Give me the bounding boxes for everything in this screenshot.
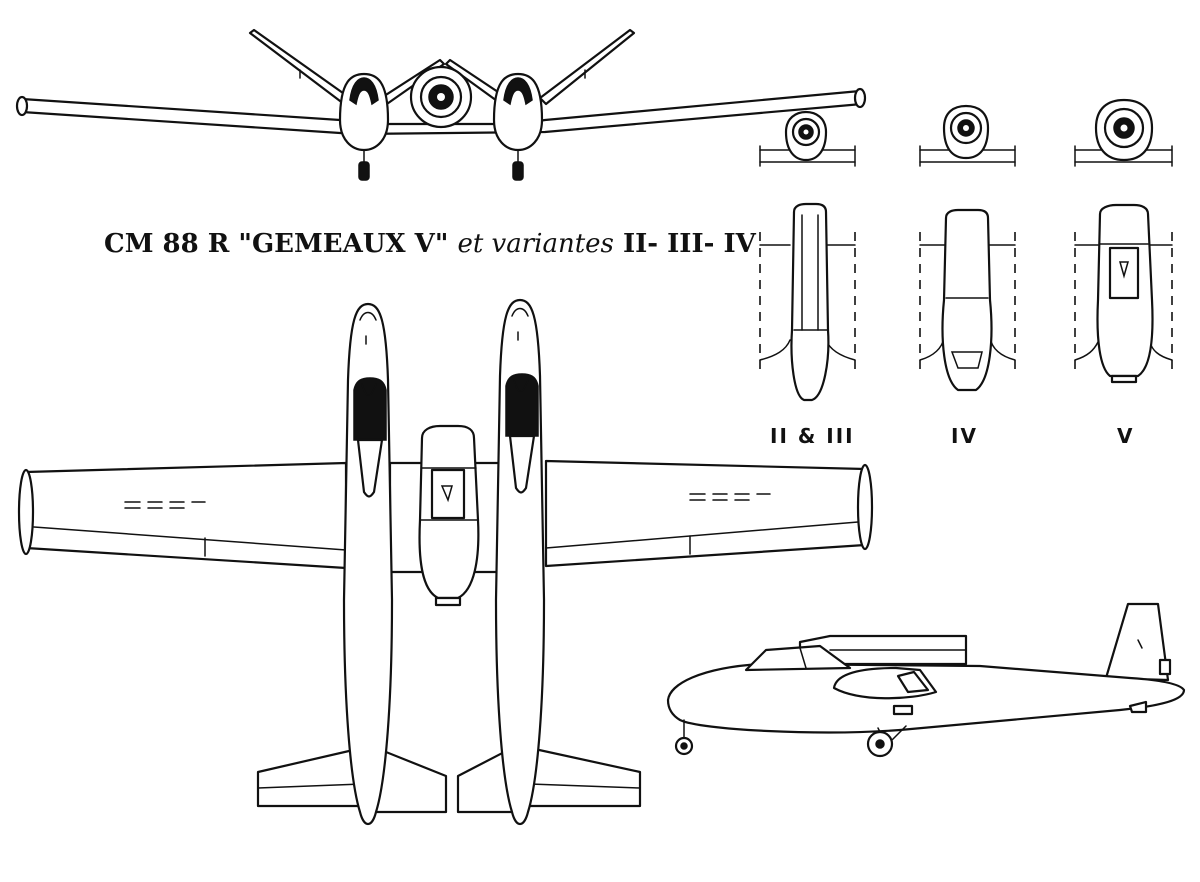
variant-4-front	[919, 104, 1016, 167]
title-variants: II- III- IV	[622, 229, 756, 259]
variant-2-3-front	[759, 110, 856, 167]
front-view-right-canopy	[503, 77, 533, 106]
plan-view-left-cockpit	[353, 377, 387, 441]
front-view-right-tip-tank	[853, 87, 867, 109]
plan-view-right-tip-tank	[856, 463, 874, 551]
variant-5-front	[1074, 98, 1173, 167]
plan-view-right-cockpit	[505, 373, 539, 437]
title-connector: et variantes	[457, 229, 614, 259]
variant-plan-views	[759, 202, 1173, 402]
title-designation: CM 88 R "GEMEAUX V"	[104, 229, 449, 259]
side-view-canopy	[744, 644, 852, 672]
variant-label-4: IV	[951, 424, 978, 448]
variant-5-plan	[1074, 203, 1173, 384]
variant-2-3-plan	[759, 202, 856, 402]
plan-view-right-tailplane	[528, 746, 642, 808]
plan-view-left-tailplane	[256, 746, 364, 808]
variant-front-views	[759, 98, 1173, 167]
plan-view	[17, 298, 874, 826]
front-view-left-tail-left	[248, 28, 352, 106]
variant-label-5: V	[1117, 424, 1135, 448]
front-view-left-tip-tank	[15, 95, 29, 117]
side-view	[666, 602, 1186, 758]
drawing-title: CM 88 R "GEMEAUX V" et variantes II- III…	[104, 229, 756, 259]
plan-view-right-wing	[544, 459, 867, 568]
front-view-engine-hub	[437, 93, 445, 101]
variant-label-2-3: II & III	[770, 424, 855, 448]
plan-view-left-wing	[24, 461, 348, 570]
front-view-right-tail-right	[538, 28, 636, 106]
front-view	[15, 28, 867, 181]
side-view-fin	[1104, 602, 1170, 682]
front-view-right-wheel	[512, 161, 524, 181]
plan-view-left-tip-tank	[17, 468, 35, 556]
variant-4-plan	[919, 208, 1016, 392]
side-view-fuselage	[666, 662, 1186, 734]
front-view-left-wheel	[358, 161, 370, 181]
front-view-left-canopy	[349, 77, 379, 106]
